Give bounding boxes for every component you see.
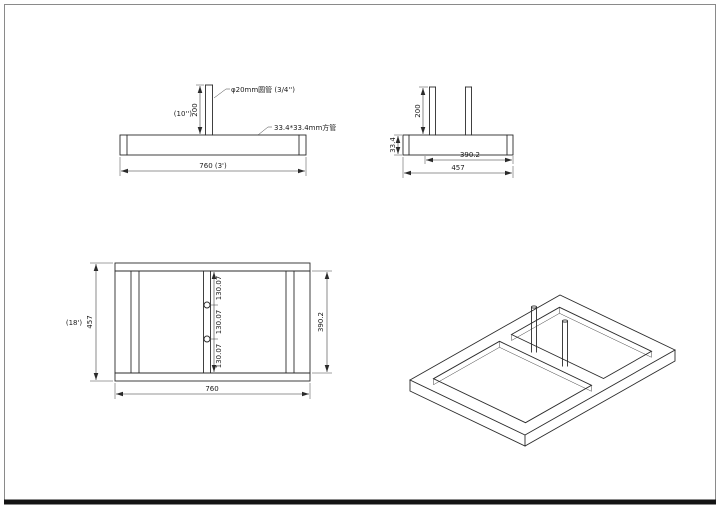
front-tube-label: 33.4*33.4mm方管 — [274, 123, 336, 132]
plan-pin-hole-2 — [203, 335, 211, 343]
side-tube-size-dim: 33.4 — [389, 137, 397, 153]
iso-opening2-depth — [511, 307, 652, 358]
side-tube-bar — [402, 134, 514, 156]
plan-hole-spacing-3: 130.07 — [215, 344, 223, 369]
iso-opening-2 — [510, 306, 653, 380]
plan-width-dim: 760 — [205, 385, 218, 393]
iso-pin2-top — [562, 319, 568, 323]
isometric-view — [409, 294, 676, 447]
front-width-dim: 760 (3') — [199, 162, 227, 170]
front-pipe-label: φ20mm圆管 (3/4'') — [231, 85, 295, 94]
plan-depth-dim: 457 — [86, 315, 94, 328]
plan-pin-hole-1 — [203, 301, 211, 309]
iso-pin-2 — [562, 319, 568, 367]
front-height-note: (10'') — [174, 110, 192, 118]
side-pipe-span-dim: 390.2 — [460, 151, 480, 159]
border-frame — [4, 4, 716, 501]
front-view: 200 (10'') φ20mm圆管 (3/4'') 33.4*33.4mm方管… — [119, 84, 336, 176]
front-pipe-height-dim: 200 — [191, 103, 199, 116]
side-pipe-height-dim: 200 — [414, 104, 422, 117]
front-tube-leader — [257, 126, 272, 136]
front-pipe-leader — [213, 88, 230, 99]
sheet-border — [4, 4, 716, 505]
iso-pin1-top — [531, 305, 537, 309]
iso-opening1-depth — [433, 341, 592, 392]
side-width-dim: 457 — [451, 164, 464, 172]
plan-outer-rect — [114, 262, 311, 382]
plan-hole-spacing-1: 130.07 — [215, 276, 223, 301]
plan-view: 130.07 130.07 130.07 390.2 457 (18') 760 — [66, 262, 332, 399]
iso-frame-outline — [409, 294, 676, 436]
iso-pin-1 — [531, 305, 537, 353]
iso-frame-thickness — [409, 349, 676, 447]
front-tube-bar — [119, 134, 307, 156]
plan-inner-span-dim: 390.2 — [317, 312, 325, 332]
plan-depth-note: (18') — [66, 319, 83, 327]
side-view: 200 390.2 33.4 457 — [389, 86, 514, 178]
plan-hole-spacing-2: 130.07 — [215, 310, 223, 335]
